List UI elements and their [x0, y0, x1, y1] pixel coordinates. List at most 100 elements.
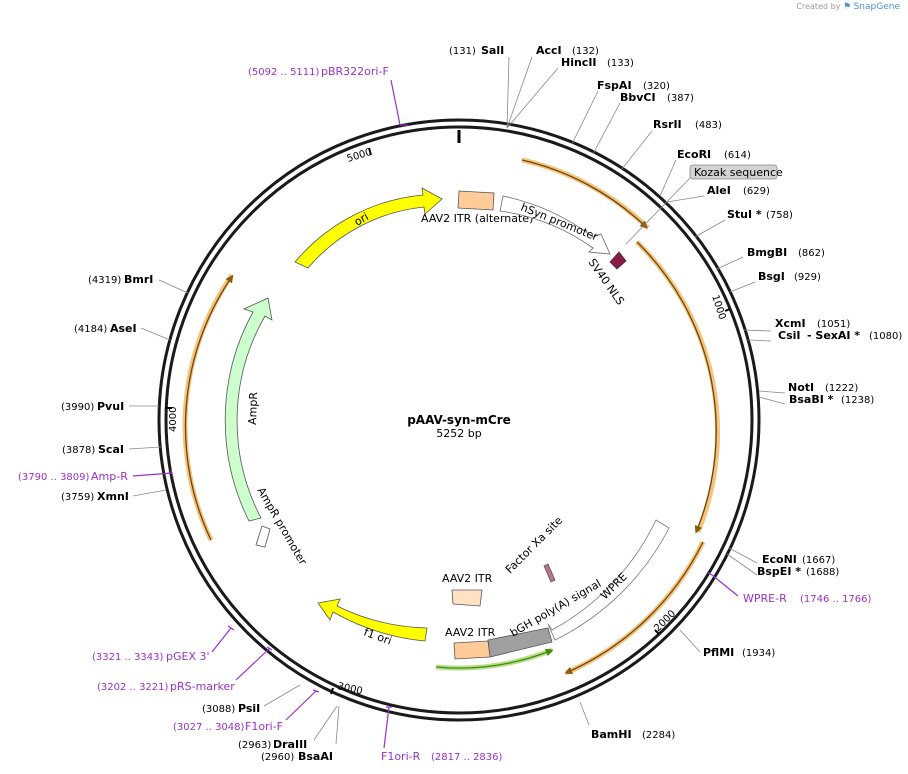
mcre-arc-right: [635, 240, 720, 533]
aav2-itr-alternate-label: AAV2 ITR (alternate): [421, 212, 533, 225]
kozak-sequence-label: Kozak sequence: [694, 166, 783, 179]
site-pos-bspei: (1688): [806, 567, 839, 578]
site-pos-draiii: (2963): [238, 740, 271, 751]
site-pos-bamhi: (2284): [642, 730, 675, 741]
hsyn-promoter-feature: [499, 195, 611, 255]
sv40-nls-feature: [609, 251, 627, 270]
site-name-bamhi: BamHI: [591, 728, 632, 741]
f1-ori-feature: [317, 598, 428, 642]
primer-name-prs-marker: pRS-marker: [170, 680, 235, 693]
primer-pos-amp-r: (3790 .. 3809): [18, 472, 90, 483]
tick-mark-1000: [724, 308, 731, 312]
site-pos-rsrii: (483): [695, 120, 722, 131]
site-pos-asei: (4184): [74, 324, 107, 335]
site-pos-psii: (3088): [202, 704, 235, 715]
snapgene-credit: Created by ⚑ SnapGene: [796, 2, 900, 12]
primer-pos-prs-marker: (3202 .. 3221): [97, 682, 169, 693]
credit-brand: SnapGene: [853, 2, 900, 12]
primer-name-f1ori-r: F1ori-R: [381, 750, 421, 763]
site-name-xmni: XmnI: [97, 490, 129, 503]
primer-name-amp-r: Amp-R: [91, 470, 128, 483]
site-pos-scai: (3878): [62, 445, 95, 456]
site-pos-bmri: (4319): [88, 275, 121, 286]
site-name-rsrii: RsrII: [653, 118, 682, 131]
site-name-bsabi: BsaBI *: [789, 393, 834, 406]
primer-pos-f1ori-f: (3027 .. 3048): [173, 722, 245, 733]
snapgene-logo: ⚑: [842, 2, 852, 12]
site-pos-xmni: (3759): [61, 492, 94, 503]
site-name-acci: AccI: [536, 44, 562, 57]
site-pos-alei: (629): [743, 186, 770, 197]
site-pos-bbvci: (387): [667, 93, 694, 104]
site-name-bsgi: BsgI: [758, 270, 785, 283]
ori-feature: [294, 187, 443, 269]
primer-leaders: [132, 79, 739, 749]
site-name-bmgbi: BmgBI: [747, 246, 787, 259]
tick-label-3000: 3000: [336, 681, 363, 697]
tick-mark-3000: [330, 687, 334, 695]
primer-pos-pgex-3: (3321 .. 3343): [92, 652, 164, 663]
site-pos-pflmi: (1934): [742, 648, 775, 659]
site-name-draiii: DraIII: [273, 738, 307, 751]
plasmid-length: 5252 bp: [436, 427, 481, 440]
site-extra-sexai: - SexAI *: [807, 329, 860, 342]
primer-name-f1ori-f: F1ori-F: [245, 720, 283, 733]
site-leaders: [128, 56, 786, 745]
primer-pos-pbr322ori-f: (5092 .. 5111): [248, 67, 320, 78]
aav2-itr-alternate-feature: [457, 190, 495, 211]
site-name-psii: PsiI: [238, 702, 260, 715]
tick-label-4000: 4000: [168, 407, 179, 432]
site-pos-bsgi: (929): [794, 272, 821, 283]
aav2-itr-bottom-feature: [453, 640, 491, 660]
wpre-feature: [547, 519, 670, 641]
site-name-stui: StuI *: [727, 208, 762, 221]
site-name-noti: NotI: [788, 381, 814, 394]
site-name-xcmi: XcmI: [775, 317, 806, 330]
backbone-outer-ring: [157, 118, 761, 722]
site-pos-ecori: (614): [724, 150, 751, 161]
site-name-pvui: PvuI: [97, 400, 124, 413]
site-name-ecori: EcoRI: [677, 148, 711, 161]
factor-xa-label: Factor Xa site: [503, 514, 565, 576]
site-pos-noti: (1222): [825, 383, 858, 394]
site-name-sali: SalI: [481, 44, 504, 57]
site-pos-pvui: (3990): [61, 402, 94, 413]
site-name-bmri: BmrI: [124, 273, 153, 286]
primer-name-pbr322ori-f: pBR322ori-F: [321, 65, 389, 78]
site-pos-bmgbi: (862): [798, 248, 825, 259]
aav2-itr-top-label: AAV2 ITR: [442, 572, 493, 585]
site-pos-hincii: (133): [607, 58, 634, 69]
tick-mark-2000: [654, 629, 660, 635]
primer-pos-wpre-r: (1746 .. 1766): [800, 594, 872, 605]
factor-xa-feature: [543, 563, 556, 583]
primer-pos-f1ori-r: (2817 .. 2836): [431, 752, 503, 763]
site-pos-stui: (758): [766, 210, 793, 221]
site-name-asei: AseI: [110, 322, 137, 335]
ampr-label: AmpR: [246, 391, 260, 425]
site-pos-bsabi: (1238): [841, 395, 874, 406]
aav2-itr-bottom-label: AAV2 ITR: [445, 626, 496, 639]
plasmid-name: pAAV-syn-mCre: [407, 413, 511, 427]
site-name-csii: CsiI: [778, 329, 800, 342]
site-pos-fspai: (320): [643, 81, 670, 92]
backbone-inner-ring: [164, 125, 754, 715]
ampr-feature: [224, 297, 273, 522]
credit-prefix: Created by: [796, 2, 841, 11]
aav2-itr-top-feature: [451, 589, 483, 607]
site-name-alei: AleI: [707, 184, 731, 197]
ori-label: ori: [352, 210, 371, 228]
site-pos-xcmi: (1051): [817, 319, 850, 330]
ampr-promoter-feature: [255, 525, 271, 548]
site-name-bsaai: BsaAI: [298, 750, 333, 763]
site-name-pflmi: PflMI: [703, 646, 734, 659]
site-name-hincii: HincII: [561, 56, 597, 69]
site-name-bbvci: BbvCI: [620, 91, 656, 104]
primer-name-wpre-r: WPRE-R: [743, 592, 787, 605]
tick-mark-5000: [368, 147, 372, 156]
kozak-sequence-box: [689, 164, 778, 180]
site-pos-sali: (131): [449, 46, 476, 57]
left-orange-arc: [182, 273, 235, 542]
site-pos-econi: (1667): [802, 555, 835, 566]
site-pos-csii: (1080): [869, 331, 902, 342]
